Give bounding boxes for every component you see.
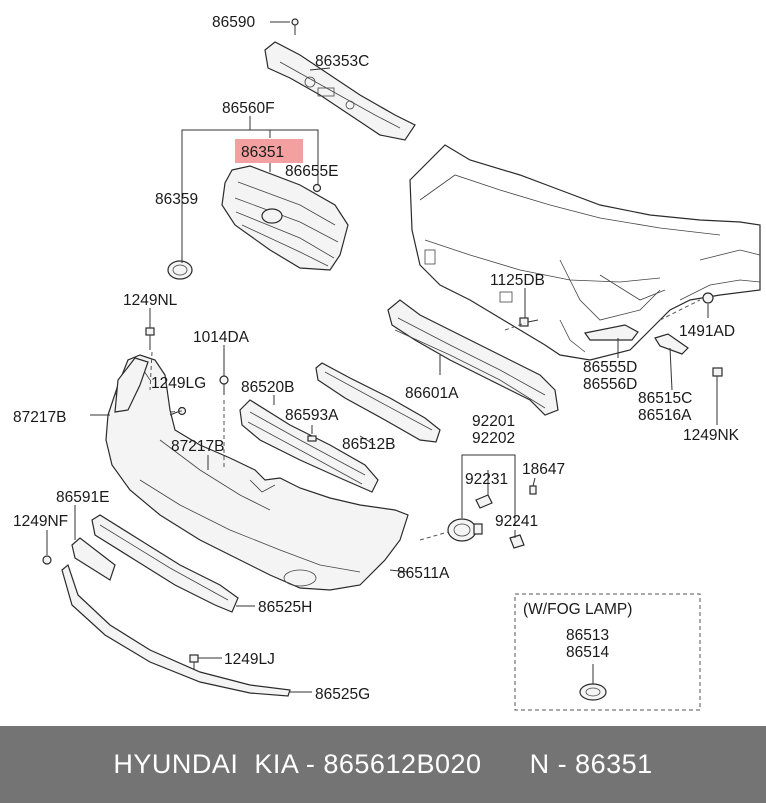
bumper-side-support <box>583 324 639 341</box>
label-86514: 86514 <box>566 644 609 661</box>
clip-1491AD-icon <box>702 292 714 304</box>
bumper-reinforcement-beam <box>387 299 559 416</box>
label-1249LG: 1249LG <box>151 375 206 392</box>
front-body-structure <box>409 144 761 361</box>
clip-86590-icon <box>291 18 299 35</box>
label-92231: 92231 <box>465 471 508 488</box>
bulb-18647-icon <box>529 485 537 495</box>
label-86601A: 86601A <box>405 385 459 402</box>
label-86655E: 86655E <box>285 163 338 180</box>
bumper-side-bracket <box>114 357 149 413</box>
label-86353C: 86353C <box>315 53 369 70</box>
label-86351: 86351 <box>241 144 284 161</box>
label-1249NK: 1249NK <box>683 427 740 444</box>
label-86511A: 86511A <box>397 565 450 582</box>
label-92241: 92241 <box>495 513 538 530</box>
bolt-1249NF-icon <box>42 545 52 565</box>
label-87217B-left: 87217B <box>13 409 66 426</box>
leader-lines <box>46 21 718 693</box>
label-86556D: 86556D <box>583 376 637 393</box>
label-92202: 92202 <box>472 430 515 447</box>
label-86591E: 86591E <box>56 489 109 506</box>
label-86515C: 86515C <box>638 390 692 407</box>
label-fog-lamp-option: (W/FOG LAMP) <box>523 601 632 618</box>
clip-86593A-icon <box>307 435 317 442</box>
radiator-grille <box>221 165 349 271</box>
lower-spoiler-strip <box>61 563 291 697</box>
label-86593A: 86593A <box>285 407 339 424</box>
label-86590: 86590 <box>212 14 255 31</box>
footer-reference-number: N - 86351 <box>529 749 653 779</box>
bolt-1249NK-icon <box>712 367 723 386</box>
label-1249LJ: 1249LJ <box>224 651 275 668</box>
footer-spacer <box>482 749 530 780</box>
label-92201: 92201 <box>472 413 515 430</box>
bolt-1249LG-icon <box>169 406 187 416</box>
bolt-1125DB-icon <box>519 317 539 327</box>
lower-skirt-upper <box>91 514 239 613</box>
fog-lamp-cover-86513 <box>579 683 607 701</box>
label-18647: 18647 <box>522 461 565 478</box>
label-1249NL: 1249NL <box>123 292 178 309</box>
grille-emblem <box>167 260 193 280</box>
bumper-lower-grille <box>315 362 441 443</box>
label-1125DB: 1125DB <box>490 272 545 289</box>
label-86525G: 86525G <box>315 686 370 703</box>
bumper-exploded-diagram: 86590 86353C 86560F 86351 86655E 86359 1… <box>13 14 761 711</box>
fog-lamp-assembly <box>447 518 483 542</box>
label-86516A: 86516A <box>638 407 692 424</box>
socket-92241-icon <box>509 534 525 549</box>
part-labels: 86590 86353C 86560F 86351 86655E 86359 1… <box>13 14 740 703</box>
label-86359: 86359 <box>155 191 198 208</box>
label-1491AD: 1491AD <box>679 323 735 340</box>
part-number-footer: HYUNDAI KIA - 865612B020 N - 86351 <box>0 726 766 803</box>
label-87217B-center: 87217B <box>171 438 224 455</box>
assembly-guide-lines <box>149 299 701 541</box>
label-1014DA: 1014DA <box>193 329 250 346</box>
label-86525H: 86525H <box>258 599 312 616</box>
label-86513: 86513 <box>566 627 609 644</box>
bolt-1249NL-icon <box>145 327 155 350</box>
label-1249NF: 1249NF <box>13 513 68 530</box>
label-86560F: 86560F <box>222 100 275 117</box>
highlighted-part-box <box>235 139 303 163</box>
screw-92231-icon <box>475 494 493 509</box>
bumper-upper-grille <box>239 399 379 493</box>
footer-brand-part-number: HYUNDAI KIA - 865612B020 <box>113 749 482 779</box>
label-86555D: 86555D <box>583 359 637 376</box>
label-86520B: 86520B <box>241 379 294 396</box>
radiator-upper-cover <box>264 41 416 141</box>
label-86512B: 86512B <box>342 436 395 453</box>
fog-lamp-option-box <box>514 593 701 711</box>
clip-1014DA-icon <box>219 375 229 395</box>
bumper-mount-bracket <box>654 333 689 355</box>
license-plate-bracket <box>71 537 116 581</box>
clip-86655E-icon <box>312 183 322 193</box>
